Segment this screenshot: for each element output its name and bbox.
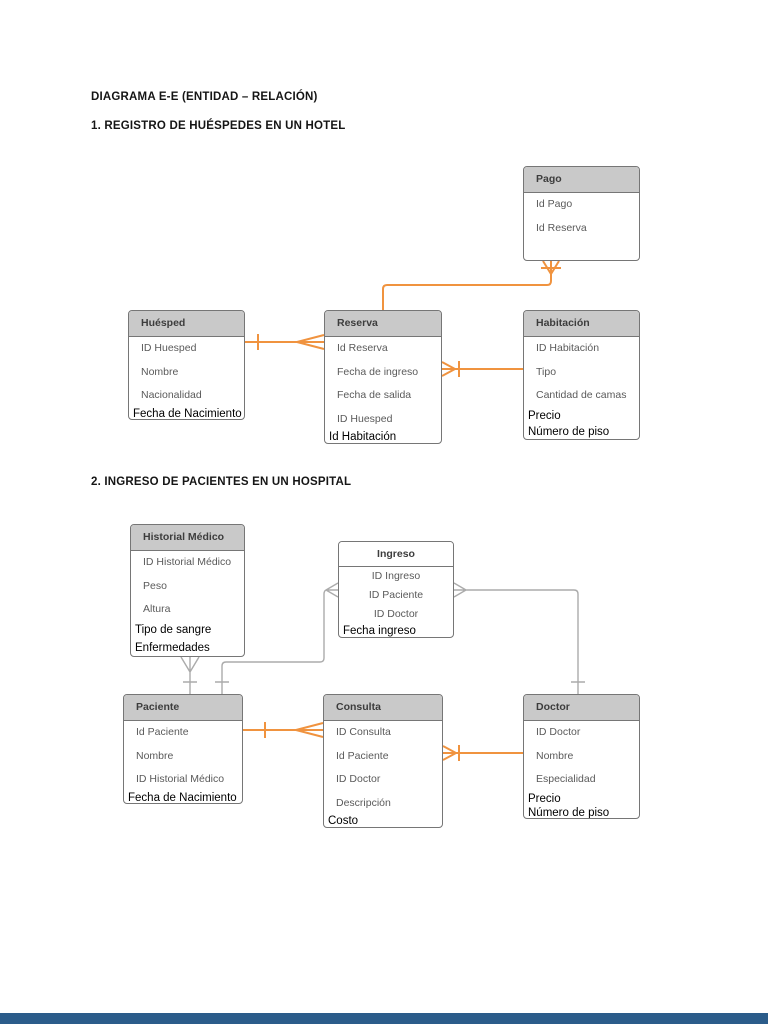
attr-id-pago: Id Pago: [536, 198, 573, 210]
attr-precio: Precio: [528, 409, 561, 422]
attr-id-ingreso: ID Ingreso: [371, 570, 421, 582]
attr-id-doctor: ID Doctor: [373, 608, 419, 620]
attr-altura: Altura: [143, 603, 171, 615]
connector-reserva-habitacion: [441, 361, 523, 377]
connector-historial-paciente: [180, 656, 200, 694]
entity-doctor-title: Doctor: [524, 695, 639, 721]
connector-consulta-doctor: [442, 745, 523, 761]
attr-fecha-ingreso: Fecha de ingreso: [337, 365, 419, 378]
attr-fecha-nacimiento: Fecha de Nacimiento: [128, 791, 237, 804]
attr-id-huesped: ID Huesped: [337, 412, 393, 425]
entity-habitacion: Habitación ID Habitación Tipo Cantidad d…: [523, 310, 640, 440]
entity-ingreso-title: Ingreso: [339, 542, 453, 567]
entity-paciente-title: Paciente: [124, 695, 242, 721]
attr-id-historial: ID Historial Médico: [143, 556, 232, 568]
attr-id-doctor: ID Doctor: [336, 773, 381, 785]
entity-doctor: Doctor ID Doctor Nombre Especialidad Pre…: [523, 694, 640, 819]
attr-numero-piso: Número de piso: [528, 425, 610, 438]
attr-enfermedades: Enfermedades: [135, 641, 210, 654]
attr-precio: Precio: [528, 792, 561, 805]
entity-consulta-title: Consulta: [324, 695, 442, 721]
attr-id-paciente: Id Paciente: [136, 726, 189, 738]
attr-fecha-ingreso: Fecha ingreso: [343, 625, 416, 637]
attr-especialidad: Especialidad: [536, 773, 596, 785]
attr-fecha-nacimiento: Fecha de Nacimiento: [133, 407, 242, 420]
entity-historial-title: Historial Médico: [131, 525, 244, 551]
entity-consulta: Consulta ID Consulta Id Paciente ID Doct…: [323, 694, 443, 828]
entity-habitacion-title: Habitación: [524, 311, 639, 337]
attr-id-reserva: Id Reserva: [337, 342, 388, 354]
attr-id-huesped: ID Huesped: [141, 342, 197, 354]
section-2-heading: 2. INGRESO DE PACIENTES EN UN HOSPITAL: [91, 476, 352, 488]
entity-reserva-title: Reserva: [325, 311, 441, 337]
entity-pago-title: Pago: [524, 167, 639, 193]
page-title: DIAGRAMA E-E (ENTIDAD – RELACIÓN): [91, 91, 318, 103]
section-1-heading: 1. REGISTRO DE HUÉSPEDES EN UN HOTEL: [91, 120, 346, 132]
entity-paciente: Paciente Id Paciente Nombre ID Historial…: [123, 694, 243, 804]
connector-paciente-consulta: [243, 722, 324, 738]
attr-id-doctor: ID Doctor: [536, 726, 581, 738]
attr-id-habitacion: Id Habitación: [329, 431, 397, 443]
attr-id-paciente: ID Paciente: [368, 589, 424, 601]
attr-costo: Costo: [328, 815, 359, 827]
entity-historial-medico: Historial Médico ID Historial Médico Pes…: [130, 524, 245, 657]
attr-id-habitacion: ID Habitación: [536, 342, 600, 354]
entity-pago: Pago Id Pago Id Reserva: [523, 166, 640, 261]
attr-numero-piso: Número de piso: [528, 806, 610, 819]
attr-tipo: Tipo: [536, 365, 557, 378]
entity-ingreso: Ingreso ID Ingreso ID Paciente ID Doctor…: [338, 541, 454, 638]
attr-tipo-sangre: Tipo de sangre: [135, 623, 212, 636]
attr-id-historial: ID Historial Médico: [136, 773, 225, 785]
attr-nombre: Nombre: [136, 749, 174, 762]
entity-huesped: Huésped ID Huesped Nombre Nacionalidad F…: [128, 310, 245, 420]
attr-id-consulta: ID Consulta: [336, 726, 391, 738]
attr-nombre: Nombre: [536, 749, 574, 762]
connector-ingreso-doctor: [453, 582, 585, 694]
attr-nacionalidad: Nacionalidad: [141, 389, 202, 401]
connector-huesped-reserva: [245, 334, 325, 350]
viewer-footer-bar: [0, 1013, 768, 1024]
attr-nombre: Nombre: [141, 365, 179, 378]
entity-huesped-title: Huésped: [129, 311, 244, 337]
connector-pago-reserva: [382, 260, 561, 310]
entity-reserva: Reserva Id Reserva Fecha de ingreso Fech…: [324, 310, 442, 444]
attr-descripcion: Descripción: [336, 796, 391, 809]
attr-cantidad-camas: Cantidad de camas: [536, 389, 627, 401]
attr-peso: Peso: [143, 579, 167, 592]
attr-id-paciente: Id Paciente: [336, 749, 389, 762]
attr-fecha-salida: Fecha de salida: [337, 389, 412, 401]
attr-id-reserva: Id Reserva: [536, 221, 587, 234]
